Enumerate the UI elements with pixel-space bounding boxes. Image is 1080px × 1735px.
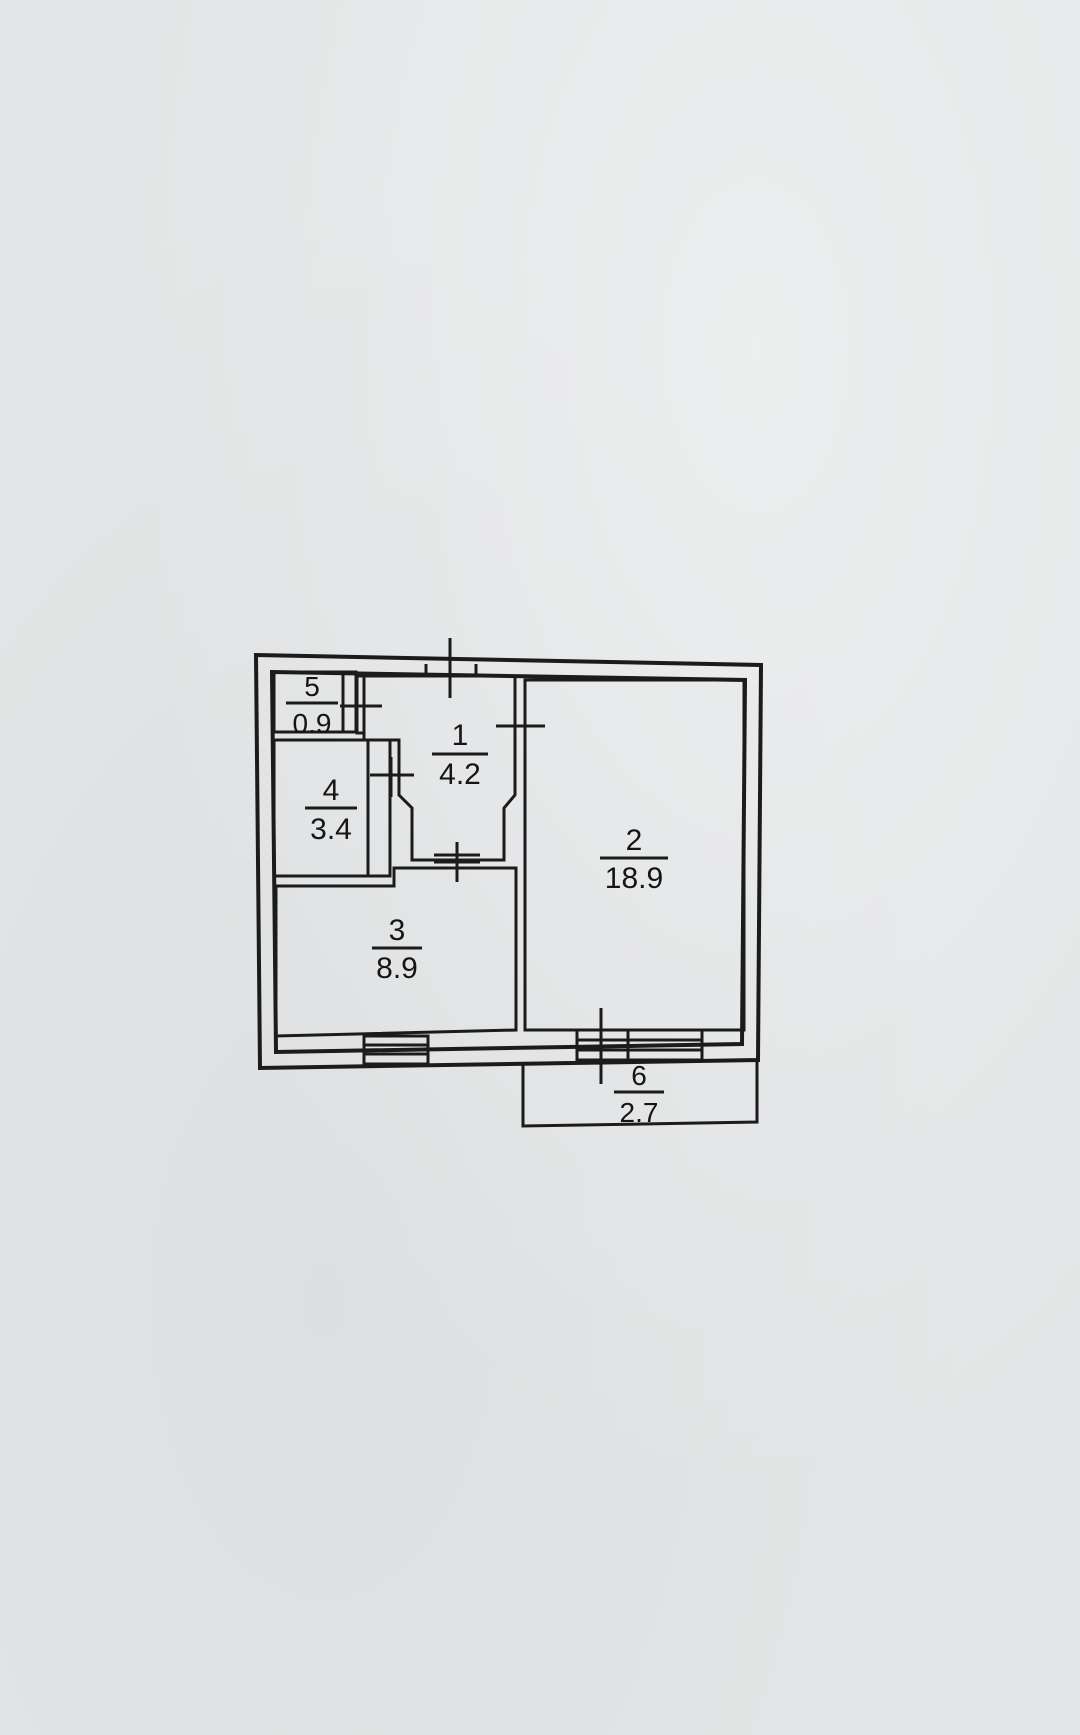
door-1-2 — [496, 705, 545, 745]
room-2-area: 18.9 — [605, 862, 663, 895]
room-5-area: 0.9 — [293, 708, 332, 739]
room-5-number: 5 — [304, 671, 320, 702]
window-room-2 — [575, 1008, 704, 1084]
room-5-label: 5 0.9 — [286, 671, 338, 739]
room-2-number: 2 — [626, 824, 643, 857]
room-6 — [521, 1060, 759, 1128]
room-1-area: 4.2 — [439, 758, 481, 791]
room-1-label: 1 4.2 — [432, 719, 488, 791]
room-6-label: 6 2.7 — [614, 1060, 664, 1128]
room-3-label: 3 8.9 — [372, 914, 422, 985]
room-2-label: 2 18.9 — [600, 824, 668, 895]
room-6-area: 2.7 — [620, 1097, 659, 1128]
room-1-number: 1 — [452, 719, 469, 752]
room-4 — [272, 738, 414, 878]
room-1 — [355, 674, 517, 862]
room-3-number: 3 — [389, 914, 406, 947]
door-1-3 — [434, 842, 480, 882]
room-6-number: 6 — [631, 1060, 647, 1091]
room-3-area: 8.9 — [376, 952, 418, 985]
room-3 — [274, 866, 518, 1038]
room-4-label: 4 3.4 — [305, 774, 357, 846]
room-4-area: 3.4 — [310, 813, 352, 846]
room-4-number: 4 — [323, 774, 340, 807]
entrance-door — [424, 638, 478, 698]
window-room-3 — [362, 1034, 430, 1066]
outer-walls — [253, 652, 764, 1071]
